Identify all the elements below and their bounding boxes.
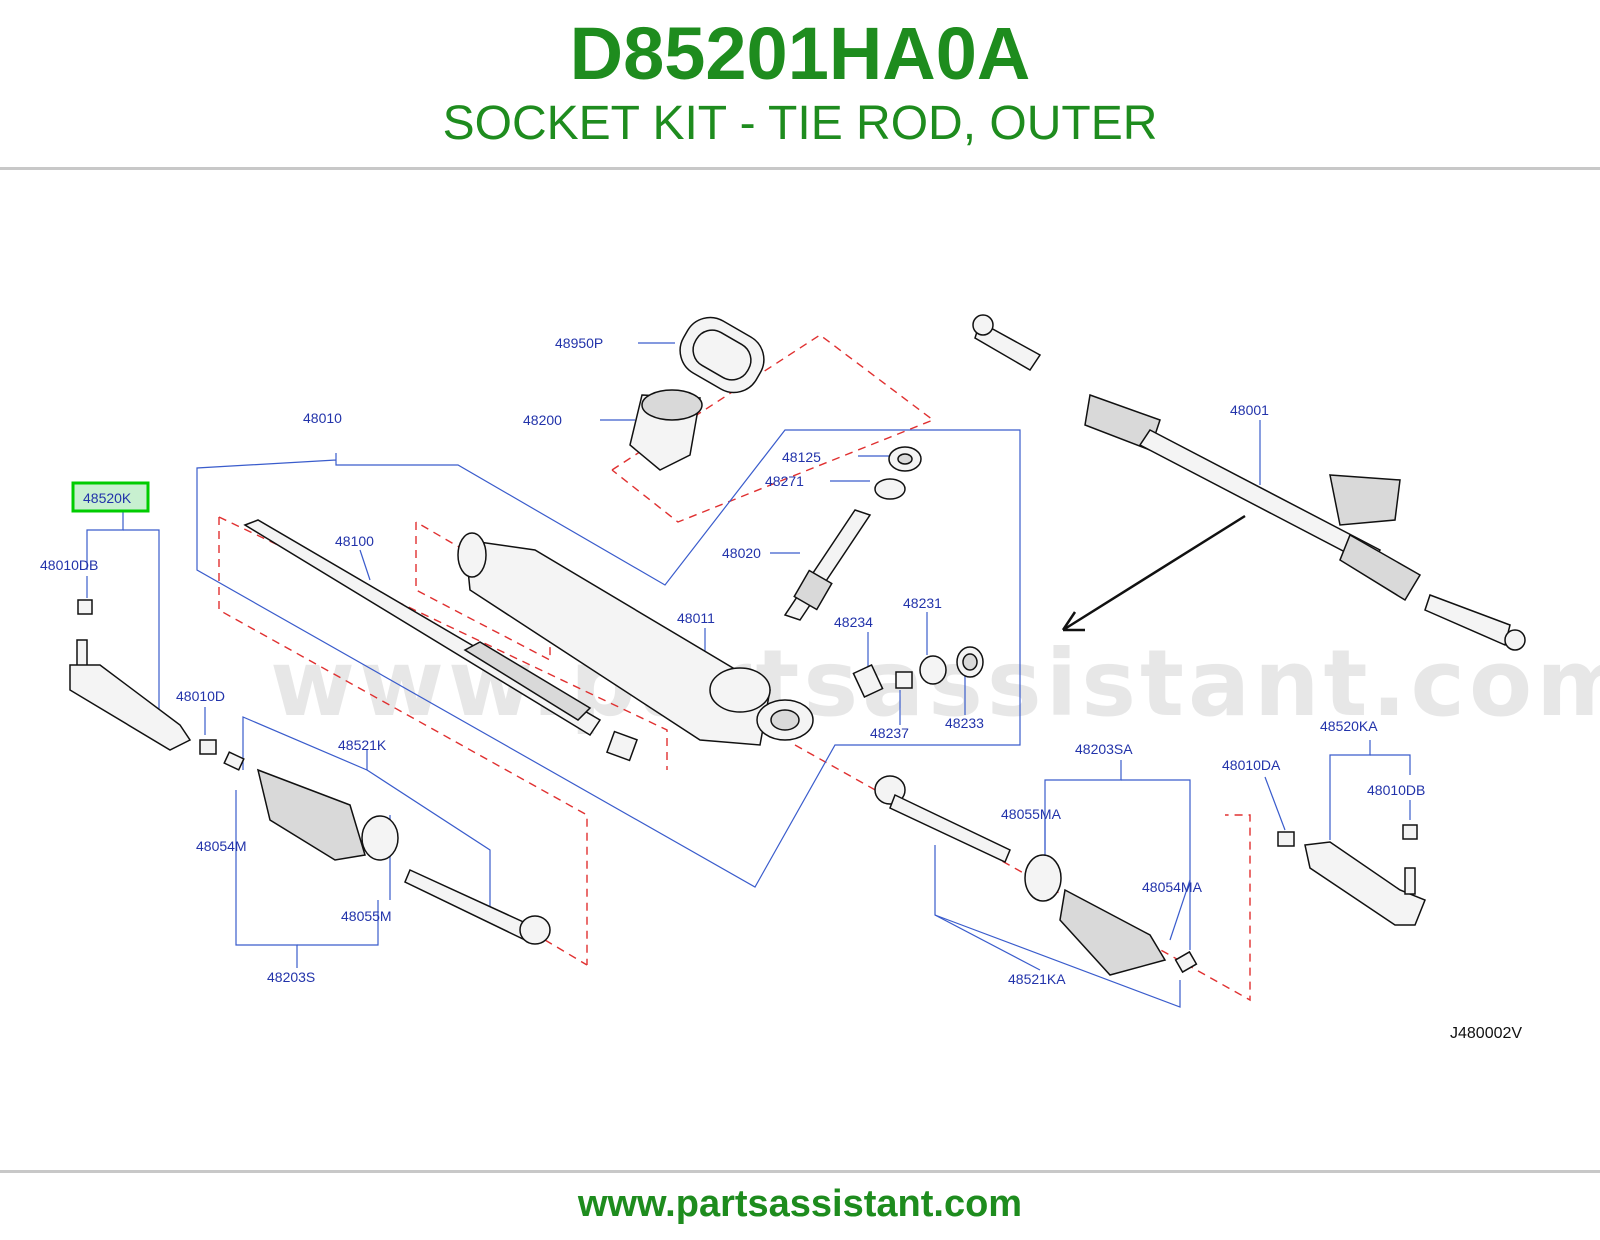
dash-right-tie-rod	[794, 744, 1251, 1002]
dash-left-inner	[544, 939, 588, 966]
header-divider	[0, 167, 1600, 170]
leader-48054MA	[1169, 879, 1191, 941]
part-48010DA-nut	[1277, 831, 1295, 847]
leader-48521KA-b	[934, 914, 1181, 1008]
dash-box-rack-end	[218, 516, 668, 770]
label-48020[interactable]: 48020	[722, 545, 761, 561]
part-48521KA-boot-right	[1059, 888, 1167, 976]
part-48520KA-tie-rod-end-right	[1304, 841, 1426, 926]
part-48100-rack	[243, 519, 638, 762]
label-48010DA[interactable]: 48010DA	[1222, 757, 1281, 773]
part-48950P-boot	[679, 316, 765, 394]
leader-48520KA-b	[1370, 754, 1411, 775]
label-48231[interactable]: 48231	[903, 595, 942, 611]
dash-box-housing	[415, 521, 551, 662]
part-48200-cover	[629, 389, 703, 471]
leader-48520K-b	[123, 529, 160, 712]
label-48010DB-left[interactable]: 48010DB	[40, 557, 98, 573]
label-48520KA[interactable]: 48520KA	[1320, 718, 1378, 734]
leader-48521K	[242, 716, 368, 771]
footer-divider	[0, 1170, 1600, 1173]
exploded-parts-diagram: 48950P 48200 48010 48125 48271 48020 481…	[40, 314, 1526, 1042]
leader-48203SA	[1044, 760, 1122, 850]
label-48125[interactable]: 48125	[782, 449, 821, 465]
label-48203S[interactable]: 48203S	[267, 969, 315, 985]
part-48001-assembly	[972, 314, 1526, 651]
part-description: SOCKET KIT - TIE ROD, OUTER	[442, 97, 1158, 150]
label-48055M[interactable]: 48055M	[341, 908, 392, 924]
dash-box-rack	[218, 517, 588, 965]
label-48054M[interactable]: 48054M	[196, 838, 247, 854]
label-48011[interactable]: 48011	[677, 610, 715, 626]
leader-48010DA	[1264, 776, 1286, 831]
leader-48203S	[235, 790, 298, 968]
part-48054MA-clamp	[1174, 950, 1198, 974]
part-48020-pinion	[783, 509, 872, 621]
label-48054MA[interactable]: 48054MA	[1142, 879, 1203, 895]
leader-48010	[196, 429, 1021, 888]
footer-website-link[interactable]: www.partsassistant.com	[577, 1183, 1023, 1225]
part-48271-snap-ring	[874, 478, 906, 500]
leader-48521K-b	[366, 769, 491, 910]
part-48203SA-inner-rod-right	[874, 775, 1011, 864]
label-48001[interactable]: 48001	[1230, 402, 1269, 418]
leader-48521KA	[934, 845, 1041, 971]
label-48010[interactable]: 48010	[303, 410, 342, 426]
dash-box-gearbox	[611, 334, 935, 523]
label-48010D[interactable]: 48010D	[176, 688, 225, 704]
diagram-reference-code: J480002V	[1450, 1025, 1522, 1042]
label-48010DB-right[interactable]: 48010DB	[1367, 782, 1425, 798]
part-48520K-tie-rod-end-left	[69, 639, 192, 751]
label-48233[interactable]: 48233	[945, 715, 984, 731]
label-48234[interactable]: 48234	[834, 614, 873, 630]
part-48203S-inner-rod-left	[404, 868, 551, 945]
part-48010D-nut	[199, 739, 217, 755]
part-number-title: D85201HA0A	[569, 12, 1031, 95]
label-48950P[interactable]: 48950P	[555, 335, 603, 351]
part-48231-48237-48234-48233-adjusters	[852, 646, 984, 699]
label-48203SA[interactable]: 48203SA	[1075, 741, 1133, 757]
label-48200[interactable]: 48200	[523, 412, 562, 428]
part-48011-housing	[457, 532, 814, 746]
label-48520K[interactable]: 48520K	[83, 490, 132, 506]
label-48055MA[interactable]: 48055MA	[1001, 806, 1062, 822]
leader-48520K	[86, 510, 124, 570]
leader-48203SA-b	[1121, 779, 1191, 950]
leader-48100	[359, 549, 371, 581]
part-48125-seal	[888, 446, 922, 472]
label-48100[interactable]: 48100	[335, 533, 374, 549]
label-48521K[interactable]: 48521K	[338, 737, 387, 753]
label-48271[interactable]: 48271	[765, 473, 804, 489]
label-48521KA[interactable]: 48521KA	[1008, 971, 1066, 987]
part-48010DB-nut-left	[77, 599, 93, 615]
label-48237[interactable]: 48237	[870, 725, 909, 741]
leader-48520KA	[1329, 740, 1371, 840]
highlight-box-48520K	[71, 481, 150, 513]
part-48055MA-clamp	[1024, 854, 1062, 902]
part-48010DB-nut-right	[1402, 824, 1418, 840]
part-48054M-48521K-boot-left	[223, 751, 399, 861]
leader-48203S-b	[297, 900, 379, 946]
arrow-exploded-view	[1061, 514, 1246, 632]
